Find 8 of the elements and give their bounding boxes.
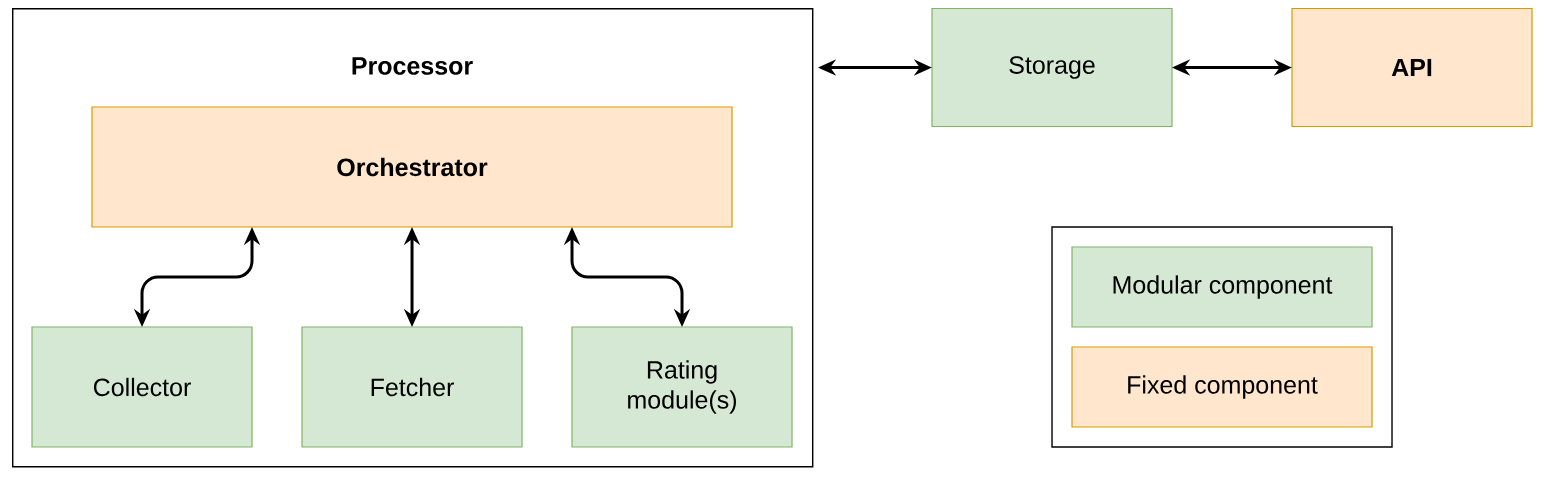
legend-label: Fixed component bbox=[1128, 375, 1318, 399]
component-box: Storage bbox=[931, 7, 1173, 128]
component-box: Fetcher bbox=[301, 326, 523, 448]
component-box: API bbox=[1291, 7, 1533, 128]
component-box: Collector bbox=[31, 326, 253, 448]
legend-label: Modular component bbox=[1113, 275, 1333, 299]
component-box: Orchestrator bbox=[91, 106, 733, 228]
component-box: Rating module(s) bbox=[571, 326, 793, 448]
